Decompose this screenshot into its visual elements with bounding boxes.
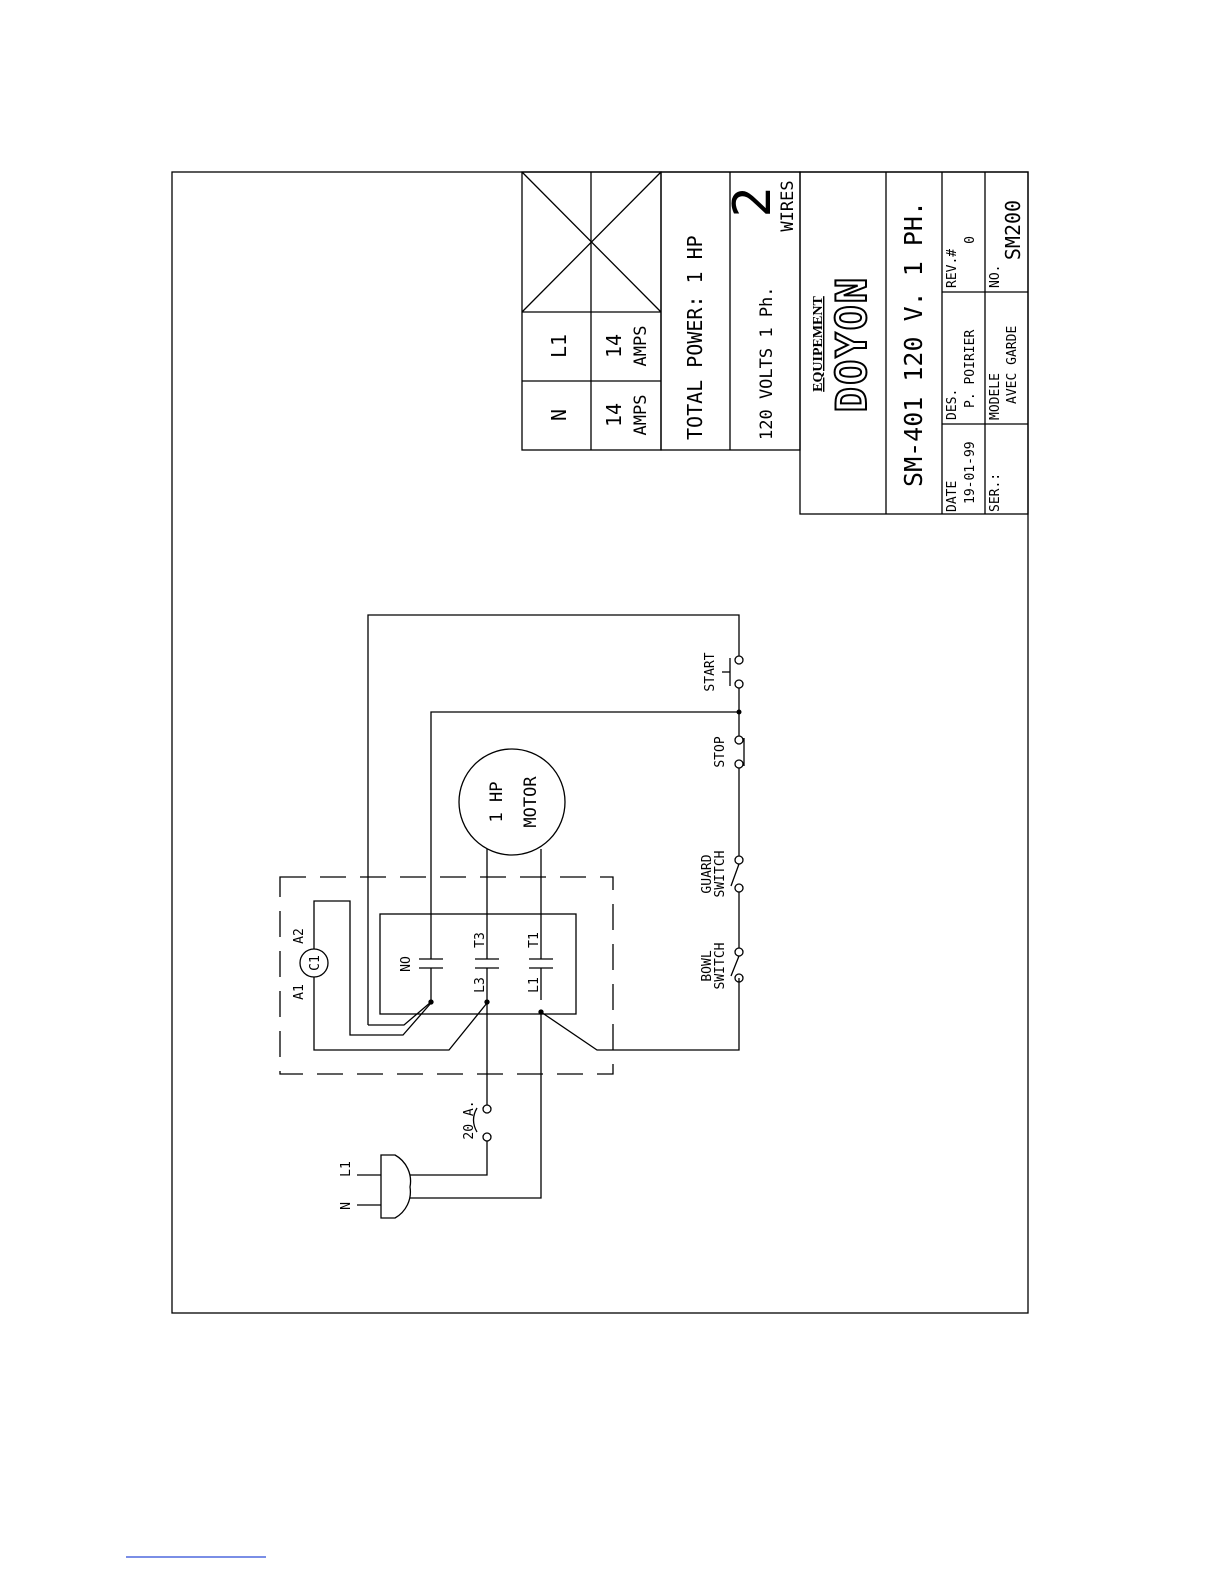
rev-value: 0 <box>963 236 978 244</box>
table-l1-amps-unit: AMPS <box>631 326 651 367</box>
stop-button-icon <box>735 712 744 856</box>
company-logo: DOYON <box>827 276 876 412</box>
wire-seal-in <box>431 712 739 914</box>
total-power: TOTAL POWER: 1 HP <box>683 235 707 440</box>
contact-t3-label: T3 <box>473 932 488 948</box>
power-table: L1 N 14 AMPS 14 AMPS TOTAL POWER: 1 HP 1… <box>522 172 800 450</box>
plug-icon <box>357 1155 411 1218</box>
date-label: DATE <box>945 481 960 512</box>
motor-icon <box>459 749 565 855</box>
motor-hp-label: 1 HP <box>487 782 507 823</box>
no-value: SM200 <box>1001 200 1025 260</box>
coil-a2-label: A2 <box>292 928 307 944</box>
date-value: 19-01-99 <box>963 441 978 504</box>
wires-label: WIRES <box>778 180 798 231</box>
table-n-amps: 14 <box>602 403 626 427</box>
bowl-label-line2: SWITCH <box>713 943 728 990</box>
wire-l1-plug <box>410 1141 487 1175</box>
plug-n-label: N <box>339 1202 354 1210</box>
rev-label: REV.# <box>945 249 960 288</box>
modele-value: AVEC GARDE <box>1005 326 1020 404</box>
bowl-switch-icon <box>731 948 743 982</box>
table-n-amps-unit: AMPS <box>631 395 651 436</box>
contact-no-icon <box>419 914 443 1000</box>
modele-label: MODELE <box>988 373 1003 420</box>
no-label: NO. <box>988 265 1003 288</box>
table-n-header: N <box>547 409 571 421</box>
coil-a1-label: A1 <box>292 984 307 1000</box>
start-label: START <box>703 652 718 691</box>
motor-label: MOTOR <box>521 776 541 828</box>
starter-enclosure <box>280 877 613 1074</box>
ser-label: SER.: <box>988 473 1003 512</box>
model-title: SM-401 120 V. 1 PH. <box>899 201 928 487</box>
guard-label-line2: SWITCH <box>713 851 728 898</box>
table-l1-amps: 14 <box>602 334 626 358</box>
des-value: P. POIRIER <box>963 330 978 408</box>
stop-label: STOP <box>713 736 728 767</box>
des-label: DES. <box>945 389 960 420</box>
company-top: EQUIPEMENT <box>811 296 826 392</box>
start-button-icon <box>722 656 743 712</box>
contact-t1-label: T1 <box>527 932 542 948</box>
coil-label: C1 <box>308 955 323 971</box>
plug-l1-label: L1 <box>339 1161 354 1177</box>
guard-switch-icon <box>731 856 743 948</box>
title-block: EQUIPEMENT DOYON SM-401 120 V. 1 PH. DAT… <box>800 172 1028 514</box>
contact-no-label: NO <box>399 956 414 972</box>
wires-number: 2 <box>723 186 783 217</box>
table-l1-header: L1 <box>547 334 571 358</box>
breaker-label: 20 A. <box>462 1100 477 1139</box>
contact-l1-label: L1 <box>527 977 542 993</box>
volts-label: 120 VOLTS 1 Ph. <box>757 286 777 440</box>
contact-l3-label: L3 <box>473 977 488 993</box>
wire-start-feed <box>368 615 739 1025</box>
